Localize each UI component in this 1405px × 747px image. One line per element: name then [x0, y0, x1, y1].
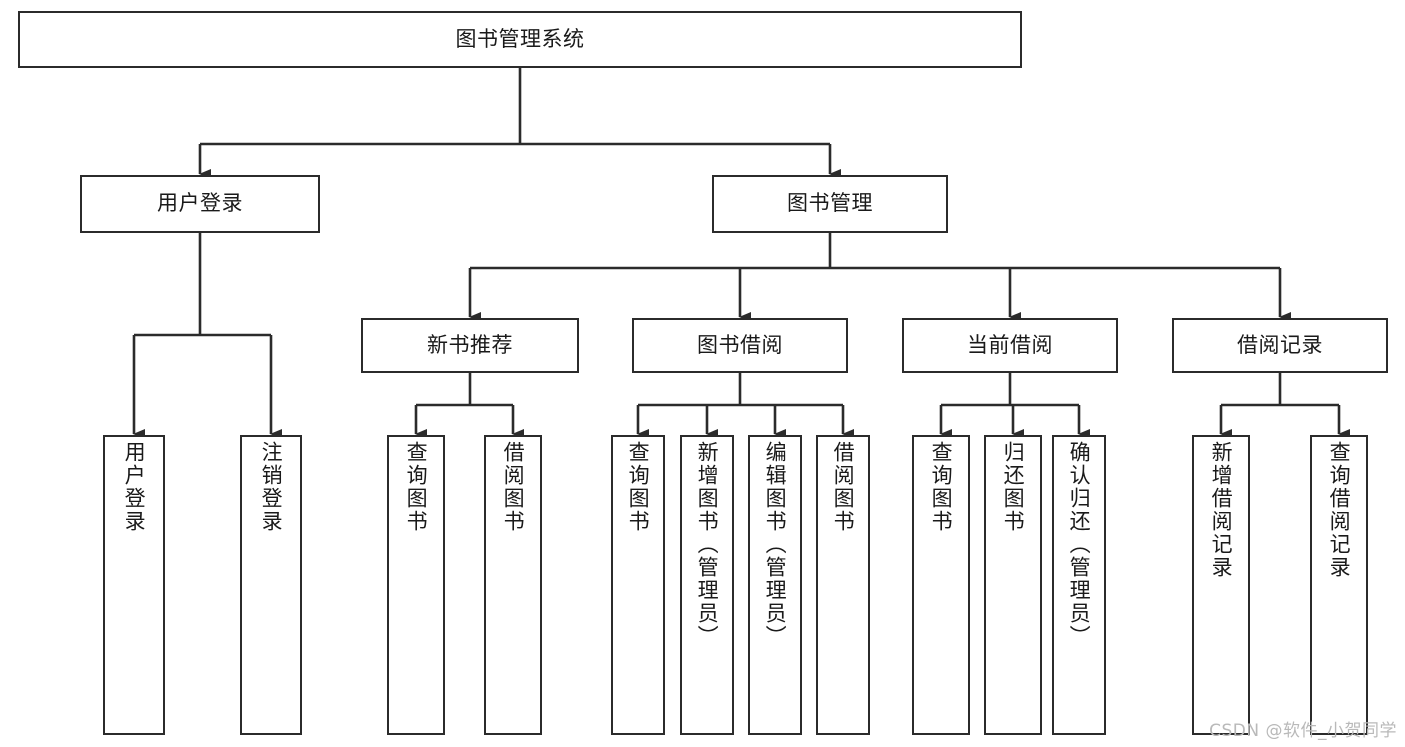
- node-label: 编辑图书（管理员）: [763, 441, 788, 648]
- node-book-borrow[interactable]: 图书借阅: [632, 318, 848, 373]
- node-label: 查询图书: [626, 441, 651, 533]
- leaf-leaf-add-book[interactable]: 新增图书（管理员）: [680, 435, 734, 735]
- node-label: 借阅图书: [831, 441, 856, 533]
- node-label: 借阅图书: [501, 441, 526, 533]
- leaf-leaf-borrow-book-2[interactable]: 借阅图书: [816, 435, 870, 735]
- node-label: 新书推荐: [427, 332, 513, 357]
- node-borrow-record[interactable]: 借阅记录: [1172, 318, 1388, 373]
- node-label: 当前借阅: [967, 332, 1053, 357]
- node-root[interactable]: 图书管理系统: [18, 11, 1022, 68]
- node-label: 新增借阅记录: [1209, 441, 1234, 579]
- node-user-login[interactable]: 用户登录: [80, 175, 320, 233]
- node-label: 查询图书: [929, 441, 954, 533]
- node-book-manage[interactable]: 图书管理: [712, 175, 948, 233]
- node-label: 图书借阅: [697, 332, 783, 357]
- node-label: 新增图书（管理员）: [695, 441, 720, 648]
- leaf-leaf-return-book[interactable]: 归还图书: [984, 435, 1042, 735]
- node-label: 图书管理: [787, 191, 873, 216]
- leaf-leaf-query-book-1[interactable]: 查询图书: [387, 435, 445, 735]
- node-label: 确认归还（管理员）: [1067, 441, 1092, 648]
- node-label: 用户登录: [157, 191, 243, 216]
- leaf-leaf-query-record[interactable]: 查询借阅记录: [1310, 435, 1368, 735]
- node-label: 图书管理系统: [455, 26, 585, 51]
- node-label: 查询图书: [404, 441, 429, 533]
- node-label: 注销登录: [259, 441, 284, 533]
- node-new-book-recommend[interactable]: 新书推荐: [361, 318, 579, 373]
- leaf-leaf-borrow-book-1[interactable]: 借阅图书: [484, 435, 542, 735]
- node-label: 归还图书: [1001, 441, 1026, 533]
- leaf-leaf-logout[interactable]: 注销登录: [240, 435, 302, 735]
- node-label: 查询借阅记录: [1327, 441, 1352, 579]
- node-label: 借阅记录: [1237, 332, 1323, 357]
- leaf-leaf-query-book-2[interactable]: 查询图书: [611, 435, 665, 735]
- leaf-leaf-add-record[interactable]: 新增借阅记录: [1192, 435, 1250, 735]
- node-label: 用户登录: [122, 441, 147, 533]
- node-current-borrow[interactable]: 当前借阅: [902, 318, 1118, 373]
- leaf-leaf-edit-book[interactable]: 编辑图书（管理员）: [748, 435, 802, 735]
- leaf-leaf-confirm-return[interactable]: 确认归还（管理员）: [1052, 435, 1106, 735]
- leaf-leaf-user-login[interactable]: 用户登录: [103, 435, 165, 735]
- leaf-leaf-query-book-3[interactable]: 查询图书: [912, 435, 970, 735]
